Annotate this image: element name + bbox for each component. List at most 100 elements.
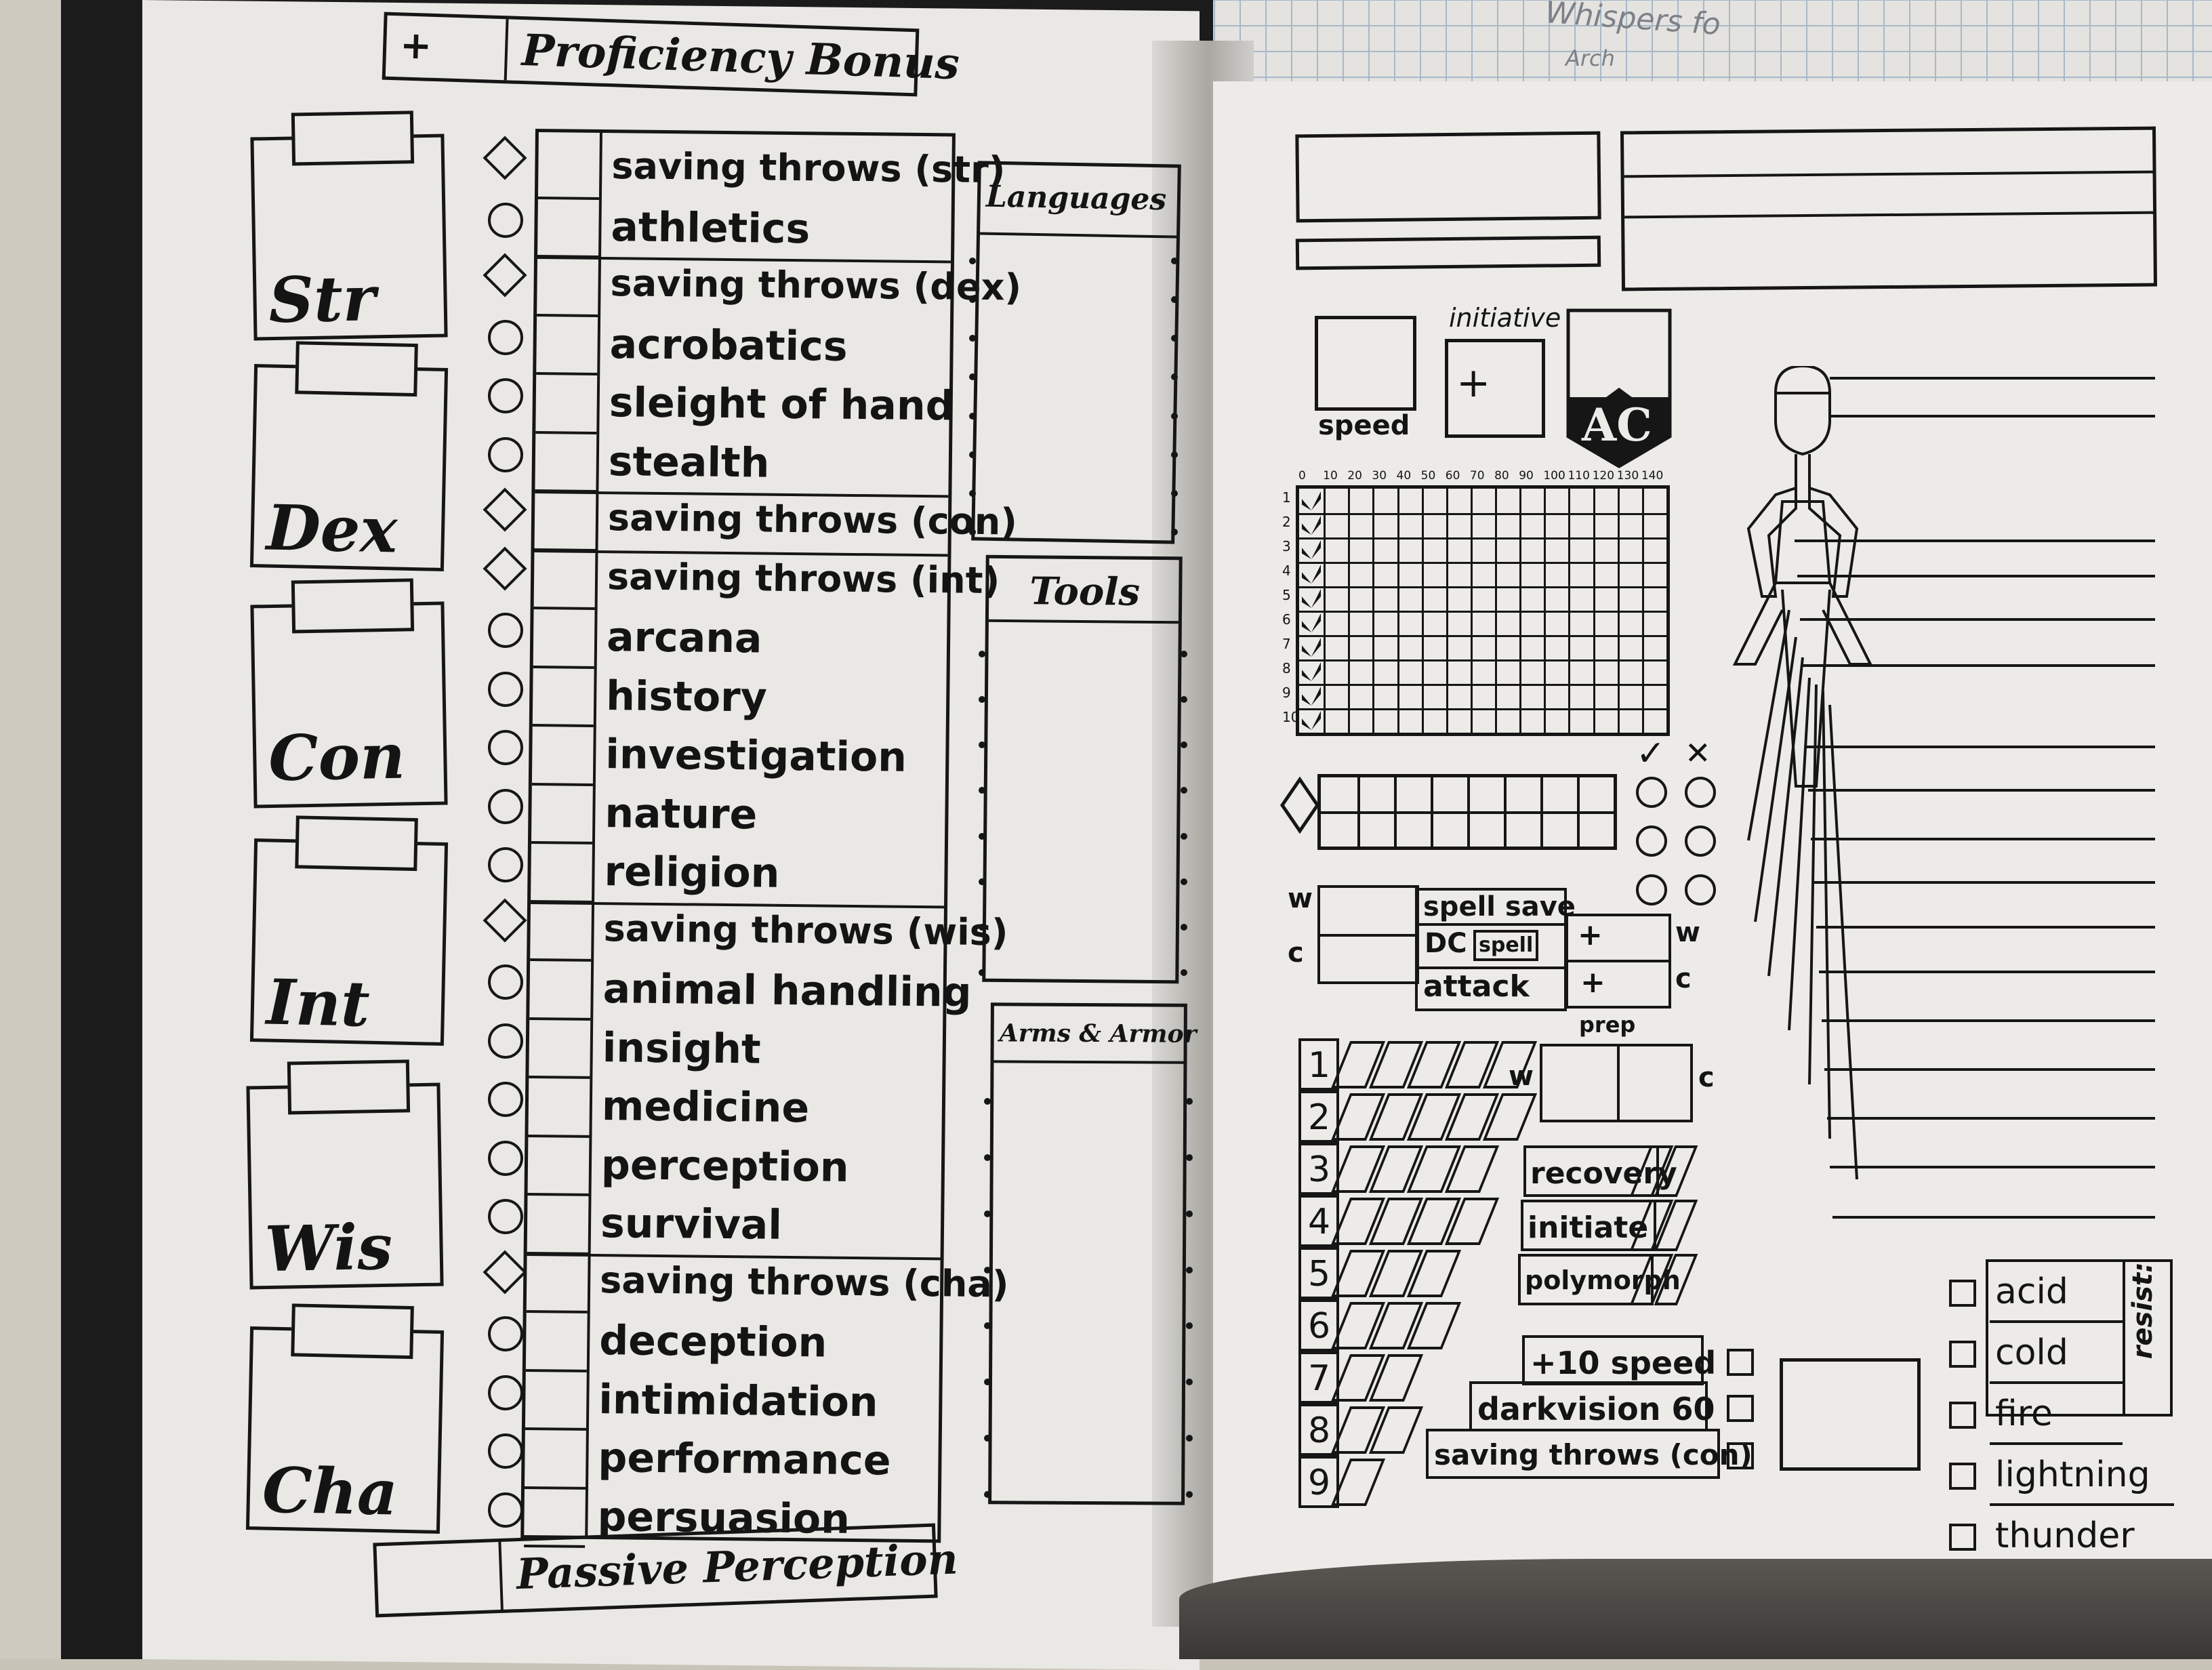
skill-proficiency-circle[interactable]: [488, 319, 523, 355]
ability-score-box[interactable]: Wis: [246, 1059, 444, 1290]
skill-bonus-box[interactable]: [537, 258, 599, 317]
notes-box[interactable]: [1780, 1358, 1921, 1471]
skill-proficiency-circle[interactable]: [488, 1023, 523, 1059]
skill-bonus-box[interactable]: [526, 1254, 588, 1313]
skill-row[interactable]: acrobatics: [536, 316, 950, 380]
spell-ability-boxes[interactable]: [1317, 885, 1419, 984]
skill-bonus-box[interactable]: [536, 316, 598, 375]
skill-bonus-box[interactable]: [537, 199, 599, 258]
skill-row[interactable]: intimidation: [525, 1371, 939, 1434]
ability-score-box[interactable]: Int: [249, 815, 449, 1046]
racial-trait-checkbox[interactable]: [1727, 1395, 1754, 1422]
feature-box[interactable]: recovery: [1523, 1145, 1677, 1197]
skill-row[interactable]: athletics: [537, 199, 951, 262]
resistance-checkbox[interactable]: [1949, 1463, 1976, 1490]
skill-proficiency-circle[interactable]: [488, 1316, 523, 1351]
skill-row[interactable]: arcana: [533, 609, 947, 672]
skill-bonus-box[interactable]: [527, 1195, 589, 1255]
skill-row[interactable]: survival: [527, 1195, 941, 1259]
ability-score-box[interactable]: Cha: [245, 1303, 445, 1534]
skill-bonus-box[interactable]: [527, 1137, 590, 1196]
death-save-success-circle[interactable]: [1636, 874, 1667, 905]
skill-row[interactable]: saving throws (dex): [537, 256, 1021, 321]
languages-box[interactable]: Languages: [971, 161, 1181, 544]
hp-tracking-grid[interactable]: [1296, 485, 1670, 736]
skill-proficiency-circle[interactable]: [488, 671, 523, 707]
skill-row[interactable]: saving throws (con): [534, 491, 1017, 555]
skill-bonus-box[interactable]: [528, 1078, 590, 1138]
initiative-box[interactable]: +: [1445, 339, 1545, 438]
death-save-success-circle[interactable]: [1636, 777, 1667, 808]
skill-row[interactable]: insight: [529, 1019, 943, 1082]
skill-proficiency-circle[interactable]: [488, 1374, 523, 1410]
resistance-checkbox[interactable]: [1949, 1341, 1976, 1368]
skill-bonus-box[interactable]: [535, 375, 598, 434]
skill-bonus-box[interactable]: [531, 843, 592, 903]
death-save-success-circle[interactable]: [1636, 826, 1667, 857]
ability-score-box[interactable]: Dex: [249, 341, 449, 571]
skill-bonus-box[interactable]: [529, 1019, 591, 1079]
character-details-box[interactable]: [1620, 126, 2158, 291]
skill-proficiency-circle[interactable]: [488, 613, 523, 648]
ability-score-box[interactable]: Str: [250, 110, 448, 341]
skill-proficiency-circle[interactable]: [488, 1140, 523, 1176]
prep-boxes[interactable]: [1540, 1044, 1693, 1122]
feature-box[interactable]: polymorph: [1518, 1254, 1681, 1305]
skill-row[interactable]: animal handling: [529, 960, 972, 1024]
skill-proficiency-circle[interactable]: [488, 964, 523, 1000]
ability-modifier-box[interactable]: [291, 110, 415, 166]
inspiration-track[interactable]: [1317, 774, 1617, 850]
skill-row[interactable]: saving throws (wis): [530, 901, 1008, 965]
death-save-failure-circle[interactable]: [1685, 826, 1716, 857]
skill-proficiency-circle[interactable]: [488, 1433, 523, 1469]
skill-row[interactable]: saving throws (str): [537, 140, 1006, 203]
skill-proficiency-circle[interactable]: [488, 378, 523, 413]
ability-modifier-box[interactable]: [291, 578, 415, 634]
skill-bonus-box[interactable]: [533, 609, 595, 669]
ability-score-box[interactable]: Con: [250, 578, 448, 809]
skill-proficiency-circle[interactable]: [488, 436, 523, 472]
arms-armor-box[interactable]: Arms & Armor: [988, 1002, 1197, 1505]
skill-bonus-box[interactable]: [524, 1429, 586, 1490]
skill-bonus-box[interactable]: [532, 668, 594, 727]
ability-modifier-box[interactable]: [291, 1303, 414, 1360]
ability-modifier-box[interactable]: [295, 341, 418, 397]
racial-trait-checkbox[interactable]: [1727, 1442, 1754, 1469]
skill-proficiency-circle[interactable]: [488, 1199, 523, 1234]
skill-proficiency-circle[interactable]: [488, 788, 523, 824]
skill-bonus-box[interactable]: [531, 785, 593, 844]
skill-proficiency-circle[interactable]: [488, 730, 523, 765]
racial-trait-checkbox[interactable]: [1727, 1349, 1754, 1376]
skill-bonus-box[interactable]: [534, 492, 596, 552]
skill-proficiency-circle[interactable]: [488, 1082, 523, 1117]
skill-row[interactable]: saving throws (cha): [526, 1252, 1009, 1317]
resistance-checkbox[interactable]: [1949, 1402, 1976, 1429]
feature-box[interactable]: initiate: [1521, 1200, 1656, 1251]
skill-row[interactable]: religion: [531, 843, 945, 907]
skill-row[interactable]: sleight of hand: [535, 375, 955, 438]
inspiration-diamond-icon[interactable]: [1279, 777, 1320, 834]
skill-row[interactable]: performance: [524, 1429, 939, 1493]
skill-row[interactable]: perception: [527, 1137, 942, 1200]
skill-bonus-box[interactable]: [525, 1312, 588, 1372]
skill-bonus-box[interactable]: [529, 960, 592, 1021]
death-save-failure-circle[interactable]: [1685, 874, 1716, 905]
character-name-box[interactable]: [1295, 131, 1601, 223]
skill-row[interactable]: investigation: [531, 727, 946, 790]
skill-row[interactable]: stealth: [535, 433, 949, 497]
ability-modifier-box[interactable]: [295, 815, 418, 872]
skill-bonus-box[interactable]: [537, 140, 600, 200]
death-save-failure-circle[interactable]: [1685, 777, 1716, 808]
skill-row[interactable]: nature: [531, 785, 945, 848]
skill-row[interactable]: deception: [525, 1312, 940, 1376]
resistance-checkbox[interactable]: [1949, 1524, 1976, 1551]
skill-bonus-box[interactable]: [535, 433, 597, 493]
skill-bonus-box[interactable]: [525, 1371, 587, 1431]
tools-box[interactable]: Tools: [982, 554, 1183, 984]
resistance-checkbox[interactable]: [1949, 1280, 1976, 1307]
skill-bonus-box[interactable]: [531, 727, 594, 786]
skill-proficiency-circle[interactable]: [488, 1492, 523, 1528]
skill-proficiency-circle[interactable]: [488, 847, 523, 882]
armor-class-shield[interactable]: [1565, 308, 1674, 470]
ability-modifier-box[interactable]: [287, 1059, 411, 1115]
